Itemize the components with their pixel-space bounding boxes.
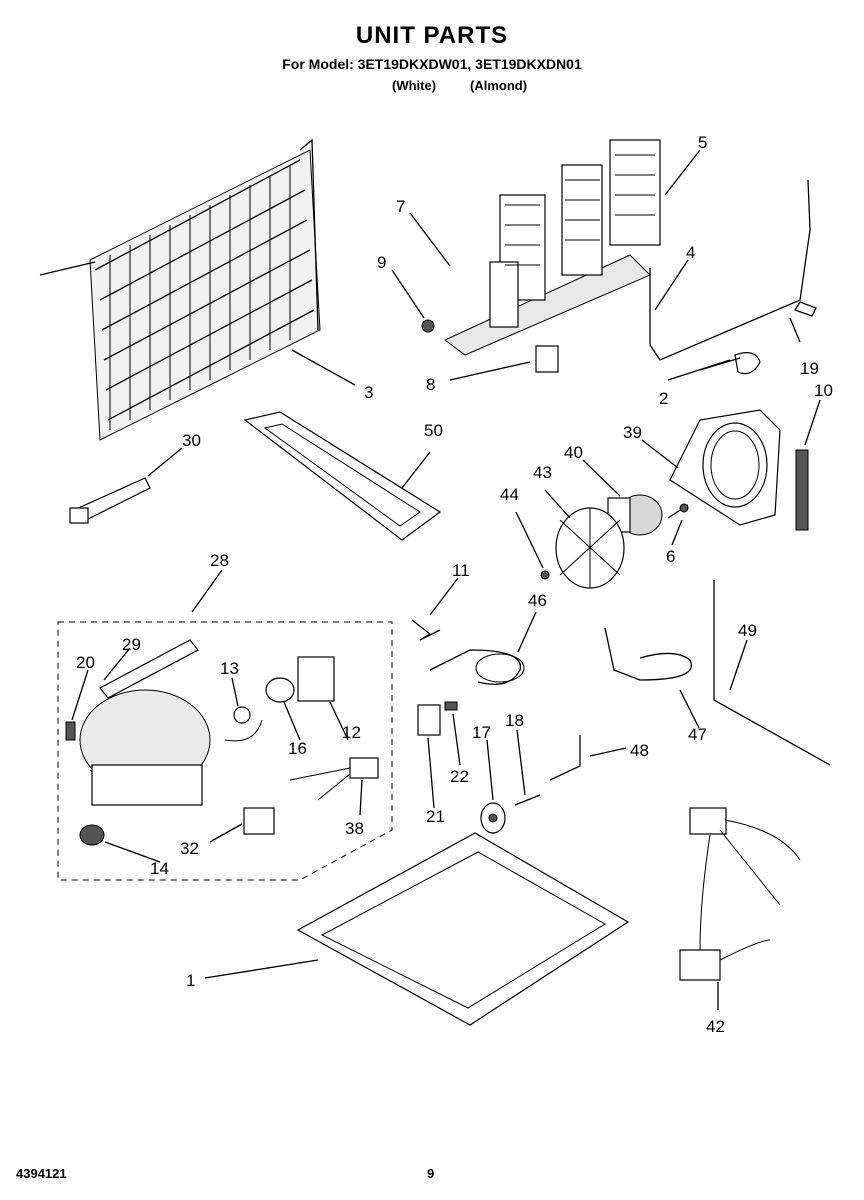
bracket-21: [417, 704, 441, 736]
callout-48: 48: [630, 741, 649, 760]
screw-9: [421, 319, 435, 333]
screw-6: [667, 503, 689, 519]
defrost-sensor-wire: [649, 179, 817, 361]
callout-7: 7: [396, 197, 405, 216]
callout-3: 3: [364, 383, 373, 402]
callout-5: 5: [698, 133, 707, 152]
callout-14: 14: [150, 859, 169, 878]
base-frame-1: [296, 832, 630, 1026]
callout-labels: 3 7 9 5 4 8 19 2 10 39 40 43 44 6 50 30 …: [76, 133, 833, 1036]
callout-38: 38: [345, 819, 364, 838]
tube-48: [549, 735, 581, 781]
callout-44: 44: [500, 485, 519, 504]
clip-11: [411, 619, 441, 641]
callout-21: 21: [426, 807, 445, 826]
drain-trough-50: [243, 411, 442, 541]
variant-white: (White): [392, 78, 437, 93]
clip-8: [535, 345, 559, 373]
callout-42: 42: [706, 1017, 725, 1036]
callout-29: 29: [122, 635, 141, 654]
fan-blade-43: [555, 507, 625, 589]
callout-1: 1: [186, 971, 195, 990]
leader-lines: [71, 149, 821, 1010]
callout-43: 43: [533, 463, 552, 482]
callout-4: 4: [686, 243, 695, 262]
callout-49: 49: [738, 621, 757, 640]
callout-2: 2: [659, 389, 668, 408]
callout-47: 47: [688, 725, 707, 744]
compressor-kit-28: [57, 621, 393, 881]
callout-30: 30: [182, 431, 201, 450]
page-number: 9: [427, 1166, 435, 1181]
callout-19: 19: [800, 359, 819, 378]
callout-12: 12: [342, 723, 361, 742]
harness-38: [289, 757, 379, 801]
screw-20: [65, 721, 76, 741]
document-number: 4394121: [16, 1166, 67, 1181]
tube-49: [713, 580, 831, 766]
screw-22: [444, 701, 458, 711]
callout-18: 18: [505, 711, 524, 730]
callout-20: 20: [76, 653, 95, 672]
callout-13: 13: [220, 659, 239, 678]
callout-46: 46: [528, 591, 547, 610]
model-line: For Model: 3ET19DKXDW01, 3ET19DKXDN01: [282, 56, 582, 72]
page-title: UNIT PARTS: [355, 22, 509, 49]
callout-32: 32: [180, 839, 199, 858]
roller-17: [480, 802, 506, 834]
variant-almond: (Almond): [470, 78, 528, 93]
callout-50: 50: [424, 421, 443, 440]
callout-17: 17: [472, 723, 491, 742]
relay-16: [265, 677, 295, 703]
capacitor-32: [243, 807, 275, 835]
washer-44: [540, 570, 550, 580]
callout-8: 8: [426, 375, 435, 394]
callout-6: 6: [666, 547, 675, 566]
overload-13: [224, 706, 263, 742]
grommet-2: [699, 352, 761, 375]
fan-motor-40: [607, 494, 663, 536]
callout-11: 11: [452, 561, 470, 580]
grommet-14: [79, 824, 105, 846]
callout-16: 16: [288, 739, 307, 758]
condenser-coil: [39, 138, 321, 441]
callout-9: 9: [377, 253, 386, 272]
callout-28: 28: [210, 551, 229, 570]
tube-46: [429, 649, 525, 685]
cable-tie-30: [69, 477, 151, 524]
callout-22: 22: [450, 767, 469, 786]
callout-40: 40: [564, 443, 583, 462]
evaporator-assembly: [444, 139, 661, 356]
wiring-harness-42: [679, 807, 801, 981]
callout-10: 10: [814, 381, 833, 400]
tube-47: [604, 627, 693, 681]
cover-12: [297, 656, 335, 702]
drier-29: [99, 639, 199, 699]
callout-39: 39: [623, 423, 642, 442]
gasket-strip-10: [795, 449, 809, 531]
bolt-18: [514, 794, 541, 806]
fan-shroud-39: [669, 409, 781, 526]
